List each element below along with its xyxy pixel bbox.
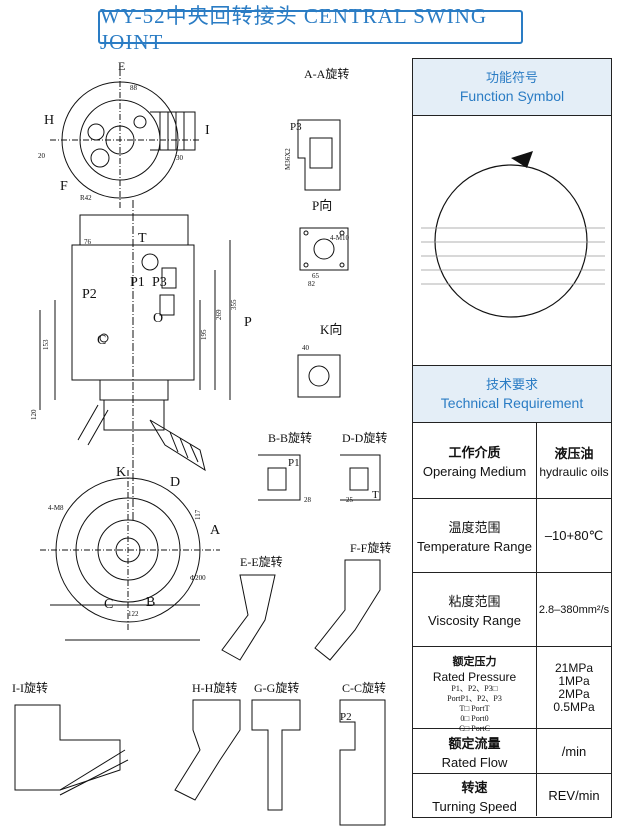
svg-text:88: 88 <box>130 84 138 92</box>
svg-text:117: 117 <box>194 509 202 520</box>
svg-text:P3: P3 <box>290 121 302 133</box>
pressure-note: 0□ Port0 <box>460 714 489 723</box>
tech-requirement-en: Technical Requirement <box>440 395 584 411</box>
pressure-value: 1MPa <box>558 673 590 688</box>
page-title: WY-52中央回转接头 CENTRAL SWING JOINT <box>98 4 523 54</box>
svg-text:25: 25 <box>346 496 354 504</box>
spec-label-en: Temperature Range <box>417 539 532 554</box>
svg-text:A: A <box>210 523 221 538</box>
svg-text:B-B旋转: B-B旋转 <box>268 430 312 445</box>
svg-text:H: H <box>44 113 54 128</box>
tech-requirement-cn: 技术要求 <box>485 377 538 392</box>
svg-text:76: 76 <box>84 238 92 246</box>
spec-label-cn: 粘度范围 <box>448 594 501 609</box>
svg-text:65: 65 <box>312 272 320 280</box>
svg-text:195: 195 <box>200 329 208 340</box>
pressure-note: T□ PortT <box>459 704 490 713</box>
svg-text:B: B <box>146 595 155 610</box>
svg-text:122: 122 <box>128 610 139 618</box>
spec-label-cn: 温度范围 <box>448 520 501 535</box>
svg-text:K: K <box>116 465 126 480</box>
svg-text:C: C <box>104 597 113 612</box>
spec-label-en: Turning Speed <box>432 798 517 814</box>
svg-text:A-A旋转: A-A旋转 <box>304 66 349 81</box>
svg-text:28: 28 <box>304 496 312 504</box>
spec-value-cn: 液压油 <box>554 445 594 461</box>
svg-text:C-C旋转: C-C旋转 <box>342 680 386 695</box>
spec-row-temperature: 温度范围 Temperature Range –10+80℃ <box>413 499 611 573</box>
svg-text:C: C <box>97 333 106 348</box>
spec-label-en: Rated Pressure <box>432 670 517 684</box>
spec-label-en: Rated Flow <box>441 754 508 770</box>
svg-text:P3: P3 <box>152 275 167 290</box>
svg-text:T: T <box>372 489 379 501</box>
svg-text:P2: P2 <box>82 287 97 302</box>
svg-text:K向: K向 <box>320 322 342 337</box>
spec-label-en: Operaing Medium <box>422 464 527 479</box>
spec-value: –10+80℃ <box>544 527 604 543</box>
svg-text:F: F <box>60 179 68 194</box>
spec-value: REV/min <box>548 787 600 803</box>
svg-text:G-G旋转: G-G旋转 <box>254 680 299 695</box>
function-symbol-en: Function Symbol <box>459 88 565 104</box>
svg-text:R42: R42 <box>80 194 92 202</box>
svg-text:153: 153 <box>42 339 50 350</box>
pressure-value: 21MPa <box>554 660 594 675</box>
specification-panel: 功能符号 Function Symbol 技术要求 Technical Requ… <box>412 58 612 818</box>
pressure-value: 2MPa <box>558 686 590 701</box>
spec-value: /min <box>561 743 587 759</box>
swing-joint-symbol <box>421 151 605 318</box>
svg-text:82: 82 <box>308 280 316 288</box>
spec-value-en: hydraulic oils <box>539 464 609 479</box>
spec-row-medium: 工作介质 Operaing Medium 液压油 hydraulic oils <box>413 423 611 499</box>
svg-text:O: O <box>153 311 163 326</box>
rotation-arrow-icon <box>511 151 533 168</box>
svg-text:P1: P1 <box>130 275 145 290</box>
function-symbol-header: 功能符号 Function Symbol <box>413 59 611 116</box>
spec-label-cn: 额定流量 <box>448 735 501 751</box>
upper-flange <box>79 214 189 246</box>
svg-text:F-F旋转: F-F旋转 <box>350 540 391 555</box>
svg-text:H-H旋转: H-H旋转 <box>192 680 237 695</box>
spec-label-cn: 额定压力 <box>452 656 497 668</box>
svg-text:20: 20 <box>38 152 46 160</box>
pressure-note: P1、P2、P3□ <box>451 684 498 693</box>
tech-requirement-header: 技术要求 Technical Requirement <box>413 366 611 423</box>
spec-row-viscosity: 粘度范围 Viscosity Range 2.8–380mm²/s <box>413 573 611 647</box>
spec-row-flow: 额定流量 Rated Flow /min <box>413 729 611 774</box>
spec-value: 2.8–380mm²/s <box>538 603 610 616</box>
svg-text:P向: P向 <box>312 198 332 213</box>
svg-text:Φ200: Φ200 <box>190 574 206 582</box>
svg-text:P1: P1 <box>288 457 300 469</box>
svg-text:P2: P2 <box>340 711 352 723</box>
function-symbol-diagram <box>413 116 611 366</box>
function-symbol-cn: 功能符号 <box>485 70 538 85</box>
pressure-note: PortP1、P2、P3 <box>447 694 502 703</box>
svg-text:30: 30 <box>176 154 184 162</box>
svg-text:269: 269 <box>215 309 223 320</box>
pressure-value: 0.5MPa <box>553 699 595 714</box>
svg-text:P: P <box>244 315 252 330</box>
svg-text:E-E旋转: E-E旋转 <box>240 554 283 569</box>
svg-text:4-M8: 4-M8 <box>48 504 64 512</box>
svg-text:40: 40 <box>302 344 310 352</box>
svg-text:I: I <box>205 123 210 138</box>
svg-text:I-I旋转: I-I旋转 <box>12 680 48 695</box>
svg-text:T: T <box>138 231 147 246</box>
svg-text:120: 120 <box>30 409 38 420</box>
svg-text:4-M10: 4-M10 <box>330 234 350 242</box>
spec-row-speed: 转速 Turning Speed REV/min <box>413 774 611 816</box>
svg-text:D-D旋转: D-D旋转 <box>342 430 387 445</box>
svg-text:D: D <box>170 475 180 490</box>
svg-text:M36X2: M36X2 <box>284 148 292 170</box>
spec-label-en: Viscosity Range <box>428 613 521 628</box>
pressure-note: C□ PortC <box>459 724 490 733</box>
spec-label-cn: 工作介质 <box>448 445 501 460</box>
svg-text:E: E <box>118 59 125 73</box>
spec-label-cn: 转速 <box>461 779 488 795</box>
spec-row-pressure: 额定压力 Rated Pressure P1、P2、P3□ PortP1、P2、… <box>413 647 611 733</box>
svg-text:355: 355 <box>230 299 238 310</box>
